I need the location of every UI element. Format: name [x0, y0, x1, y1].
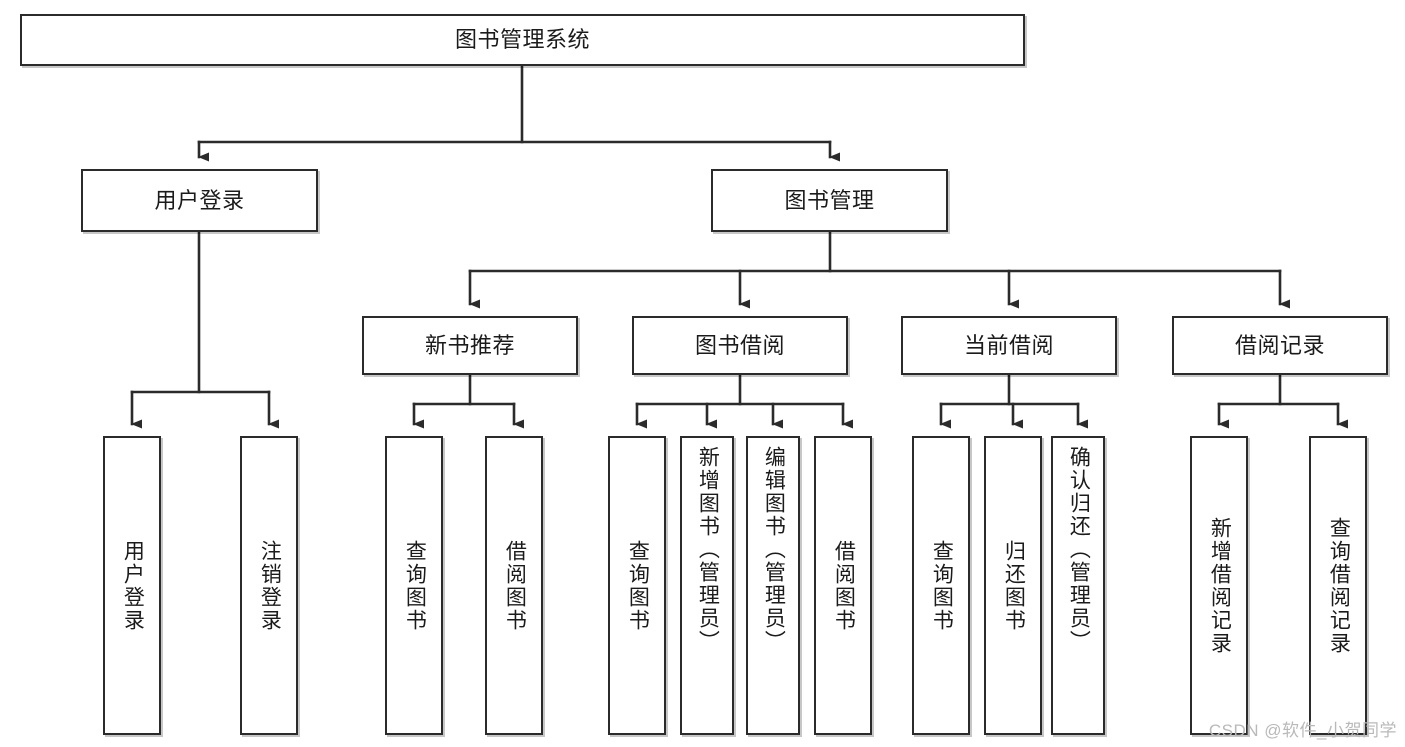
node-leaf-return-book[interactable]: 归还图书	[984, 436, 1042, 735]
node-book-manage-label: 图书管理	[784, 187, 875, 213]
node-leaf-borrow-book-rec-label: 借阅图书	[503, 539, 527, 632]
node-book-manage[interactable]: 图书管理	[711, 169, 948, 232]
node-leaf-confirm-return[interactable]: 确认归还（管理员）	[1051, 436, 1105, 735]
node-user-login[interactable]: 用户登录	[81, 169, 318, 232]
node-new-book-recommend[interactable]: 新书推荐	[362, 316, 578, 375]
node-leaf-query-book-borrow[interactable]: 查询图书	[608, 436, 666, 735]
node-borrow-record[interactable]: 借阅记录	[1172, 316, 1388, 375]
node-leaf-user-login[interactable]: 用户登录	[103, 436, 161, 735]
node-leaf-query-book-borrow-label: 查询图书	[626, 539, 650, 632]
node-leaf-query-record[interactable]: 查询借阅记录	[1309, 436, 1367, 735]
node-current-borrow-label: 当前借阅	[963, 332, 1054, 358]
node-leaf-return-book-label: 归还图书	[1002, 539, 1026, 632]
node-leaf-user-logout-label: 注销登录	[258, 539, 282, 632]
node-new-book-recommend-label: 新书推荐	[424, 332, 515, 358]
node-leaf-add-book[interactable]: 新增图书（管理员）	[680, 436, 734, 735]
node-leaf-borrow-book-label: 借阅图书	[832, 539, 856, 632]
node-leaf-add-record-label: 新增借阅记录	[1208, 516, 1232, 655]
node-book-borrow[interactable]: 图书借阅	[632, 316, 848, 375]
node-leaf-query-book-rec[interactable]: 查询图书	[385, 436, 443, 735]
node-borrow-record-label: 借阅记录	[1234, 332, 1325, 358]
node-leaf-borrow-book-rec[interactable]: 借阅图书	[485, 436, 543, 735]
node-leaf-borrow-book[interactable]: 借阅图书	[814, 436, 872, 735]
node-leaf-user-logout[interactable]: 注销登录	[240, 436, 298, 735]
node-leaf-query-book-cur-label: 查询图书	[930, 539, 954, 632]
node-root[interactable]: 图书管理系统	[20, 14, 1025, 66]
node-leaf-confirm-return-label: 确认归还（管理员）	[1067, 446, 1091, 653]
node-leaf-edit-book[interactable]: 编辑图书（管理员）	[746, 436, 800, 735]
node-leaf-query-book-cur[interactable]: 查询图书	[912, 436, 970, 735]
node-root-label: 图书管理系统	[454, 27, 590, 53]
node-current-borrow[interactable]: 当前借阅	[901, 316, 1117, 375]
node-leaf-edit-book-label: 编辑图书（管理员）	[762, 446, 786, 653]
node-book-borrow-label: 图书借阅	[694, 332, 785, 358]
node-leaf-add-book-label: 新增图书（管理员）	[696, 446, 720, 653]
node-leaf-add-record[interactable]: 新增借阅记录	[1190, 436, 1248, 735]
node-leaf-query-record-label: 查询借阅记录	[1327, 516, 1351, 655]
node-user-login-label: 用户登录	[154, 187, 245, 213]
node-leaf-user-login-label: 用户登录	[121, 539, 145, 632]
node-leaf-query-book-rec-label: 查询图书	[403, 539, 427, 632]
